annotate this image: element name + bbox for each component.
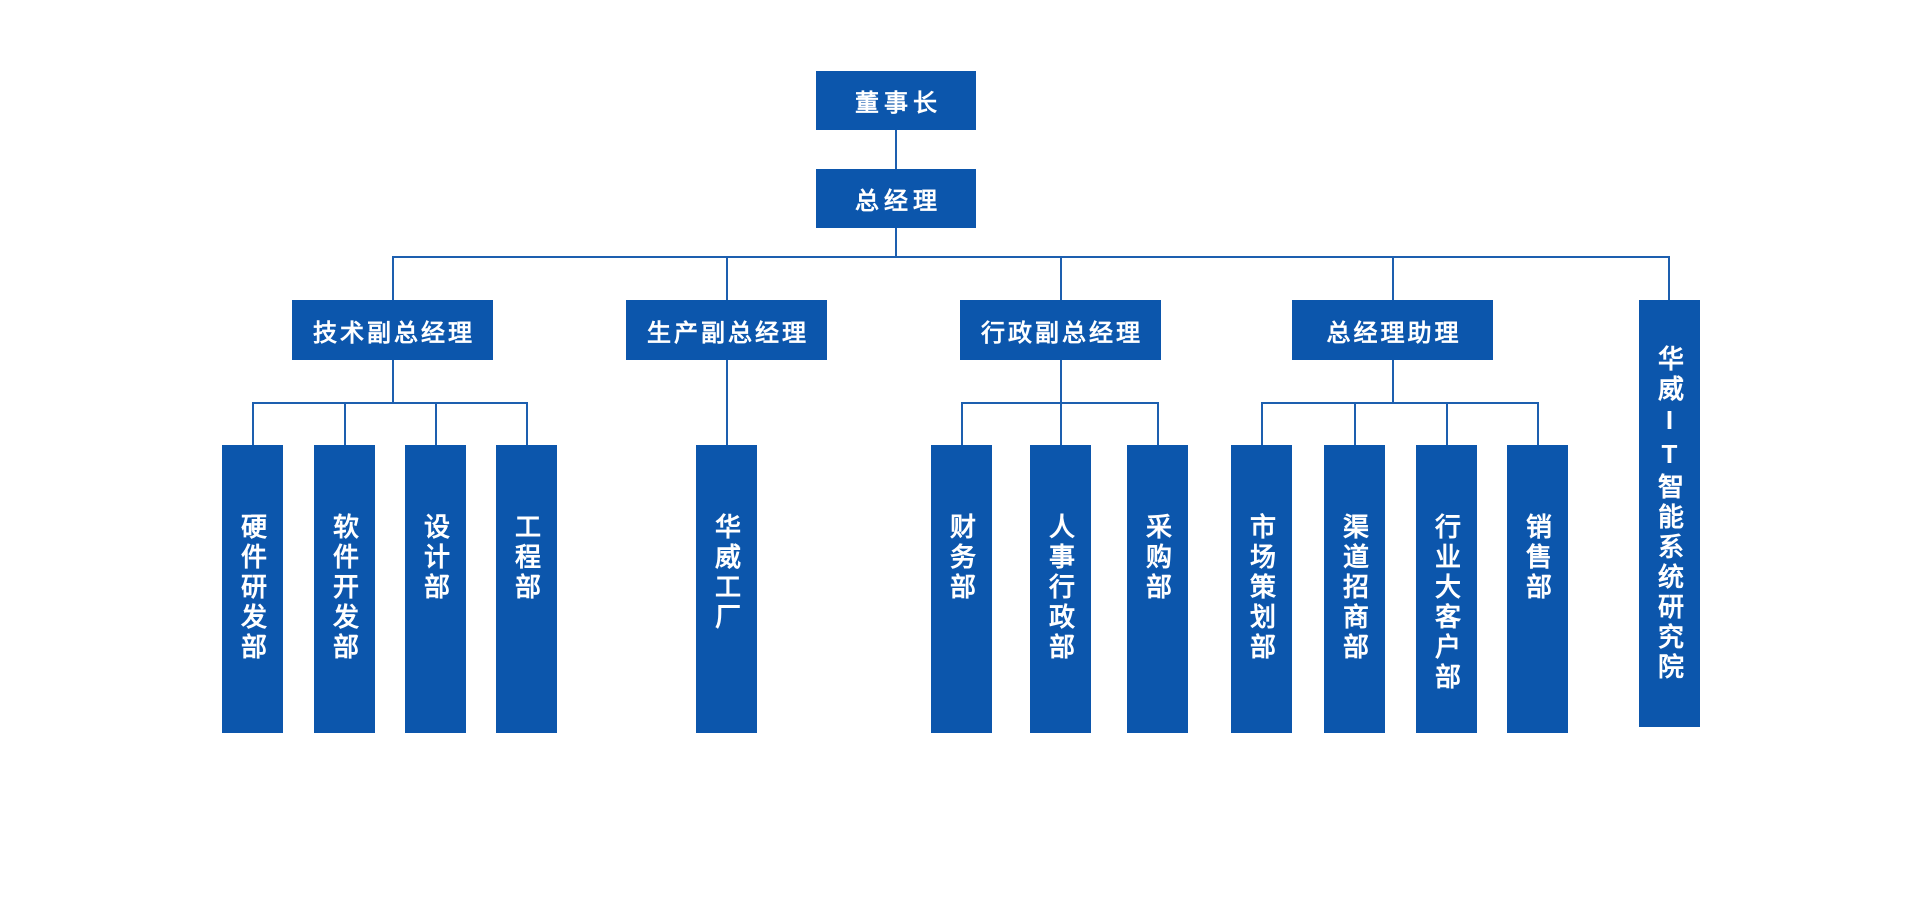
- node-huawei-factory: 华威工厂: [696, 445, 757, 733]
- connector-admin-stub: [1060, 360, 1062, 402]
- connector-tech-child4: [526, 402, 528, 445]
- connector-assistant-tee: [1261, 402, 1538, 404]
- connector-tech-child1: [252, 402, 254, 445]
- node-procurement-dept-label: 采购部: [1142, 513, 1173, 603]
- connector-admin-child2: [1060, 402, 1062, 445]
- node-marketing-planning-dept-label: 市场策划部: [1246, 513, 1277, 663]
- node-gm-assistant: 总经理助理: [1292, 300, 1493, 360]
- connector-admin-child1: [961, 402, 963, 445]
- node-huawei-factory-label: 华威工厂: [711, 513, 742, 633]
- connector-chairman-gm: [895, 130, 897, 169]
- node-sales-dept: 销售部: [1507, 445, 1568, 733]
- node-software-dev-dept: 软件开发部: [314, 445, 375, 733]
- connector-drop-tech: [392, 256, 394, 300]
- node-software-dev-dept-label: 软件开发部: [329, 513, 360, 663]
- node-research-institute: 华威IT智能系统研究院: [1639, 300, 1700, 727]
- node-channel-investment-dept-label: 渠道招商部: [1339, 513, 1370, 663]
- node-chairman: 董事长: [816, 71, 976, 130]
- node-admin-vp: 行政副总经理: [960, 300, 1161, 360]
- connector-admin-child3: [1157, 402, 1159, 445]
- node-hardware-rd-dept: 硬件研发部: [222, 445, 283, 733]
- node-design-dept-label: 设计部: [420, 513, 451, 603]
- node-engineering-dept-label: 工程部: [511, 513, 542, 603]
- node-hardware-rd-dept-label: 硬件研发部: [237, 513, 268, 663]
- node-procurement-dept: 采购部: [1127, 445, 1188, 733]
- connector-assistant-child2: [1354, 402, 1356, 445]
- connector-tech-stub: [392, 360, 394, 402]
- connector-drop-assistant: [1392, 256, 1394, 300]
- node-general-manager: 总经理: [816, 169, 976, 228]
- connector-drop-production: [726, 256, 728, 300]
- connector-assistant-child4: [1537, 402, 1539, 445]
- connector-tech-child2: [344, 402, 346, 445]
- connector-drop-admin: [1060, 256, 1062, 300]
- node-key-account-dept-label: 行业大客户部: [1431, 513, 1462, 693]
- connector-production-child: [726, 360, 728, 445]
- node-design-dept: 设计部: [405, 445, 466, 733]
- node-tech-vp: 技术副总经理: [292, 300, 493, 360]
- connector-tech-child3: [435, 402, 437, 445]
- node-research-institute-label: 华威IT智能系统研究院: [1654, 344, 1685, 683]
- node-production-vp: 生产副总经理: [626, 300, 827, 360]
- connector-assistant-child3: [1446, 402, 1448, 445]
- connector-gm-rail: [895, 228, 897, 256]
- node-hr-admin-dept: 人事行政部: [1030, 445, 1091, 733]
- connector-main-rail: [392, 256, 1670, 258]
- node-marketing-planning-dept: 市场策划部: [1231, 445, 1292, 733]
- connector-tech-tee: [252, 402, 527, 404]
- node-finance-dept: 财务部: [931, 445, 992, 733]
- node-finance-dept-label: 财务部: [946, 513, 977, 603]
- node-sales-dept-label: 销售部: [1522, 513, 1553, 603]
- connector-drop-institute: [1668, 256, 1670, 300]
- node-engineering-dept: 工程部: [496, 445, 557, 733]
- connector-assistant-stub: [1392, 360, 1394, 402]
- node-hr-admin-dept-label: 人事行政部: [1045, 513, 1076, 663]
- node-channel-investment-dept: 渠道招商部: [1324, 445, 1385, 733]
- node-key-account-dept: 行业大客户部: [1416, 445, 1477, 733]
- connector-assistant-child1: [1261, 402, 1263, 445]
